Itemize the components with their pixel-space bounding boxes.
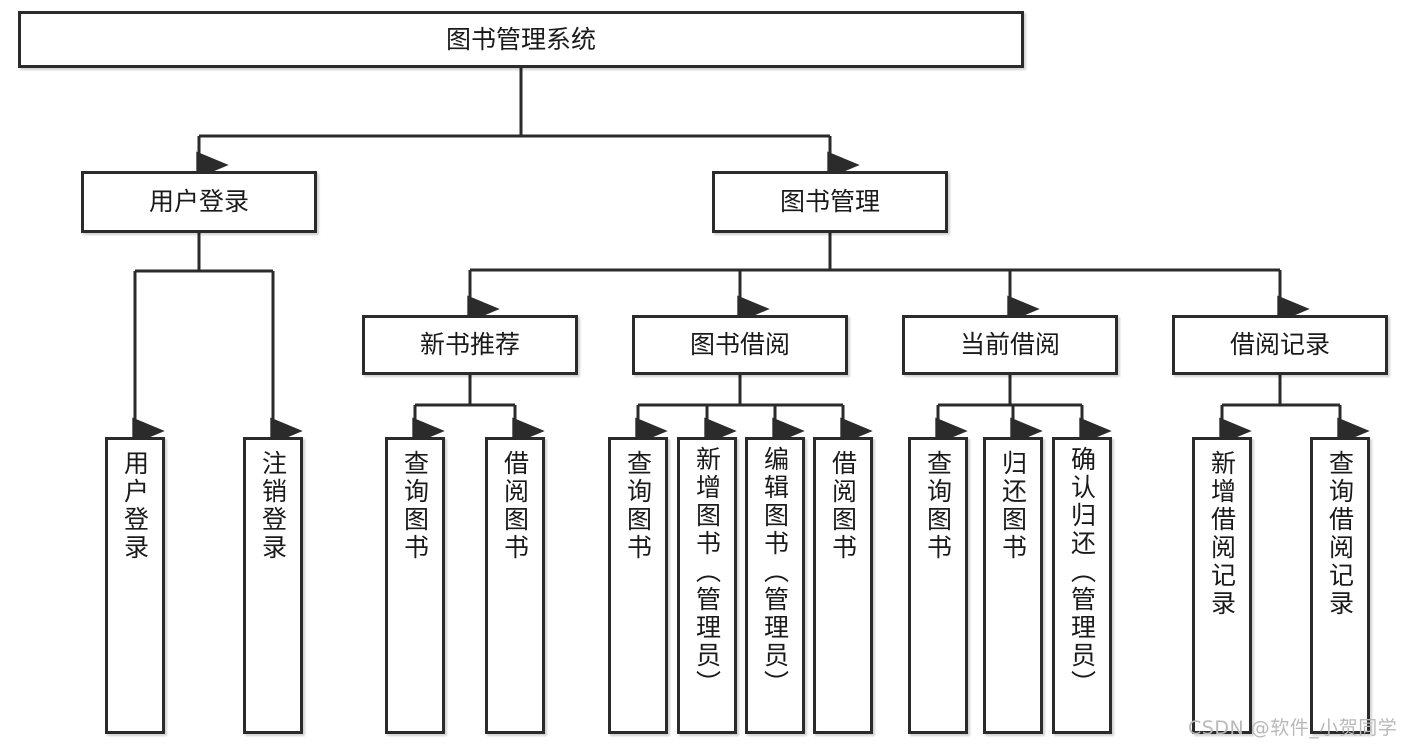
leaf-user-logout-label: 注销登录: [258, 450, 288, 562]
leaf-return-book[interactable]: 归还图书: [983, 437, 1043, 734]
leaf-add-borrow-record[interactable]: 新增借阅记录: [1192, 437, 1252, 734]
leaf-query-borrow-record[interactable]: 查询借阅记录: [1310, 437, 1370, 734]
leaf-add-book[interactable]: 新增图书（管理员）: [677, 437, 737, 734]
leaf-confirm-return-label: 确认归还（管理员）: [1067, 446, 1097, 698]
node-root[interactable]: 图书管理系统: [18, 11, 1024, 68]
node-user-login[interactable]: 用户登录: [81, 171, 317, 233]
node-current-borrow[interactable]: 当前借阅: [902, 315, 1118, 375]
leaf-borrow-book[interactable]: 借阅图书: [813, 437, 873, 734]
leaf-query-book-borrow[interactable]: 查询图书: [608, 437, 668, 734]
leaf-add-borrow-record-label: 新增借阅记录: [1207, 450, 1237, 618]
node-book-manage[interactable]: 图书管理: [712, 171, 948, 233]
leaf-borrow-book-label: 借阅图书: [828, 450, 858, 562]
node-book-manage-label: 图书管理: [779, 187, 880, 217]
leaf-borrow-book-recommend-label: 借阅图书: [500, 450, 530, 562]
node-root-label: 图书管理系统: [445, 24, 596, 54]
node-user-login-label: 用户登录: [148, 187, 249, 217]
leaf-query-book-current[interactable]: 查询图书: [908, 437, 968, 734]
leaf-borrow-book-recommend[interactable]: 借阅图书: [485, 437, 545, 734]
node-book-borrow[interactable]: 图书借阅: [632, 315, 848, 375]
leaf-add-book-label: 新增图书（管理员）: [692, 446, 722, 698]
leaf-query-book-recommend-label: 查询图书: [400, 450, 430, 562]
node-new-book-recommend[interactable]: 新书推荐: [362, 315, 578, 375]
leaf-edit-book[interactable]: 编辑图书（管理员）: [745, 437, 805, 734]
leaf-user-login[interactable]: 用户登录: [105, 437, 165, 734]
leaf-return-book-label: 归还图书: [998, 450, 1028, 562]
leaf-confirm-return[interactable]: 确认归还（管理员）: [1052, 437, 1112, 734]
node-new-book-recommend-label: 新书推荐: [419, 330, 520, 360]
leaf-query-book-borrow-label: 查询图书: [623, 450, 653, 562]
leaf-edit-book-label: 编辑图书（管理员）: [760, 446, 790, 698]
leaf-user-login-label: 用户登录: [120, 450, 150, 562]
node-borrow-record[interactable]: 借阅记录: [1172, 315, 1388, 375]
node-book-borrow-label: 图书借阅: [689, 330, 790, 360]
leaf-user-logout[interactable]: 注销登录: [243, 437, 303, 734]
leaf-query-book-current-label: 查询图书: [923, 450, 953, 562]
node-borrow-record-label: 借阅记录: [1229, 330, 1330, 360]
leaf-query-book-recommend[interactable]: 查询图书: [385, 437, 445, 734]
leaf-query-borrow-record-label: 查询借阅记录: [1325, 450, 1355, 618]
csdn-watermark: CSDN @软件_小贺同学: [1188, 717, 1398, 739]
node-current-borrow-label: 当前借阅: [959, 330, 1060, 360]
